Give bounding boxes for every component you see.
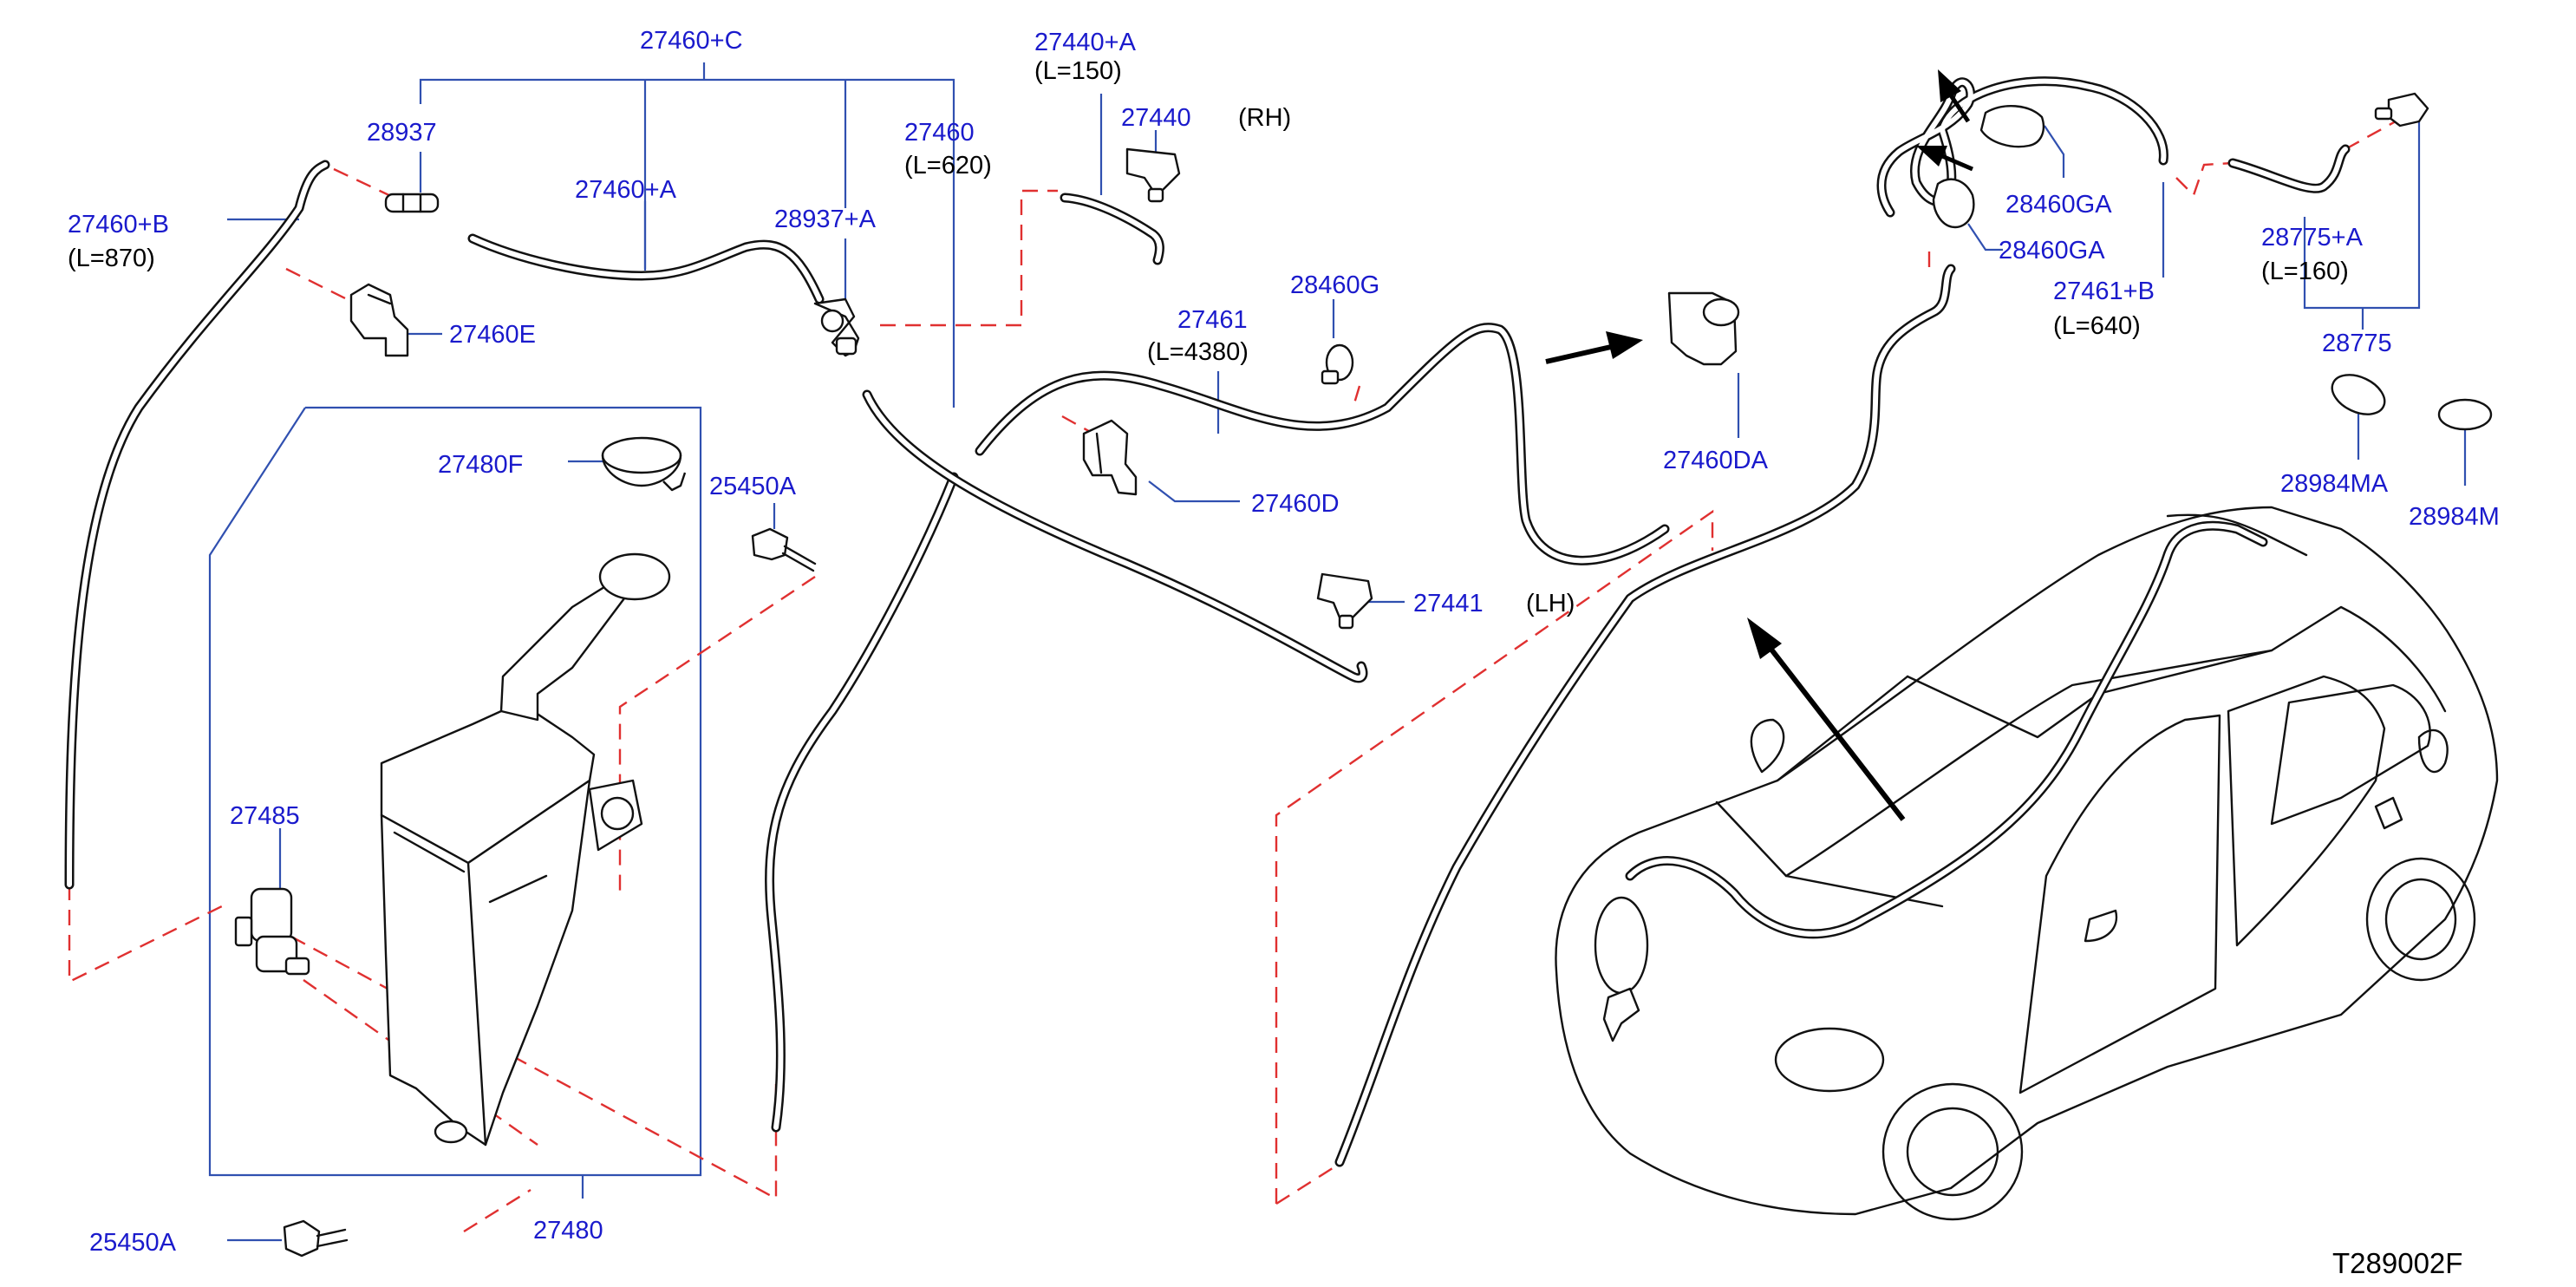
cap-28984-m	[2437, 398, 2493, 431]
car-outline	[1555, 506, 2499, 1221]
hose-27460	[765, 472, 959, 1133]
hose-rear	[1334, 76, 2168, 1167]
clip-27460-d	[1082, 419, 1138, 496]
nozzle-27440	[1125, 147, 1181, 203]
hose-27460-b	[64, 160, 330, 890]
label-27460-e: 27460E	[449, 321, 536, 349]
label-27461-b: 27461+B	[2053, 278, 2155, 305]
nozzle-28775	[2374, 92, 2429, 127]
bolt-25450-a-bottom	[283, 1219, 349, 1258]
label-27441: 27441	[1413, 590, 1484, 617]
label-28460-ga-1: 28460GA	[2005, 191, 2112, 219]
bolt-25450-a-top	[751, 527, 817, 572]
label-28460-g: 28460G	[1290, 271, 1379, 299]
label-27440-a-length: (L=150)	[1034, 57, 1122, 85]
washer-tank-27480	[380, 552, 671, 1147]
hose-27461	[862, 323, 1670, 683]
joint-28937	[384, 193, 440, 213]
hose-28775-a	[2227, 144, 2351, 193]
cap-28984-ma	[2331, 374, 2386, 415]
hose-27460-a	[467, 233, 825, 304]
label-27480: 27480	[533, 1217, 603, 1245]
label-rh: (RH)	[1238, 104, 1291, 132]
label-27461-length: (L=4380)	[1147, 338, 1249, 366]
hose-27440-a	[1060, 193, 1164, 265]
diagram-code: T289002F	[2332, 1247, 2462, 1279]
label-27460: 27460	[904, 119, 975, 147]
direction-arrows	[1545, 69, 1973, 821]
clip-27460-da	[1667, 291, 1740, 366]
label-lh: (LH)	[1526, 590, 1575, 617]
washer-pump-27485	[234, 887, 310, 976]
nozzle-27441	[1316, 572, 1373, 630]
label-27460-b-length: (L=870)	[68, 245, 155, 272]
label-28984-ma: 28984MA	[2280, 470, 2389, 498]
hoses	[64, 76, 2351, 1167]
label-27461: 27461	[1177, 306, 1248, 334]
label-27460-c: 27460+C	[640, 27, 743, 55]
label-27460-da: 27460DA	[1663, 447, 1769, 474]
label-28937: 28937	[367, 119, 437, 147]
label-27461-b-length: (L=640)	[2053, 312, 2141, 340]
leader-lines	[208, 62, 2467, 1242]
grommet-28460-g	[1321, 343, 1354, 385]
label-27440: 27440	[1121, 104, 1191, 132]
label-27460-length: (L=620)	[904, 152, 992, 180]
label-28984-m: 28984M	[2409, 503, 2500, 531]
label-28775: 28775	[2322, 330, 2392, 357]
label-27440-a: 27440+A	[1034, 29, 1137, 56]
label-27460-d: 27460D	[1251, 490, 1340, 518]
label-27460-a: 27460+A	[575, 176, 677, 204]
cap-27480-f	[601, 436, 687, 492]
part-labels: 27460+C 28937 27460+A 28937+A 27460 (L=6…	[68, 27, 2500, 1279]
label-25450-a-bottom: 25450A	[89, 1229, 177, 1257]
label-27485: 27485	[230, 802, 300, 830]
joint-28937-a	[813, 297, 860, 357]
label-28460-ga-2: 28460GA	[1999, 237, 2105, 265]
label-28775-a: 28775+A	[2261, 224, 2364, 252]
label-28937-a: 28937+A	[774, 206, 877, 233]
grommet-28460-ga	[1932, 105, 2045, 229]
clip-27460-e	[349, 283, 409, 357]
label-27460-b: 27460+B	[68, 211, 169, 238]
label-27480-f: 27480F	[438, 451, 523, 479]
label-28775-a-length: (L=160)	[2261, 258, 2349, 285]
label-25450-a-top: 25450A	[709, 473, 797, 500]
